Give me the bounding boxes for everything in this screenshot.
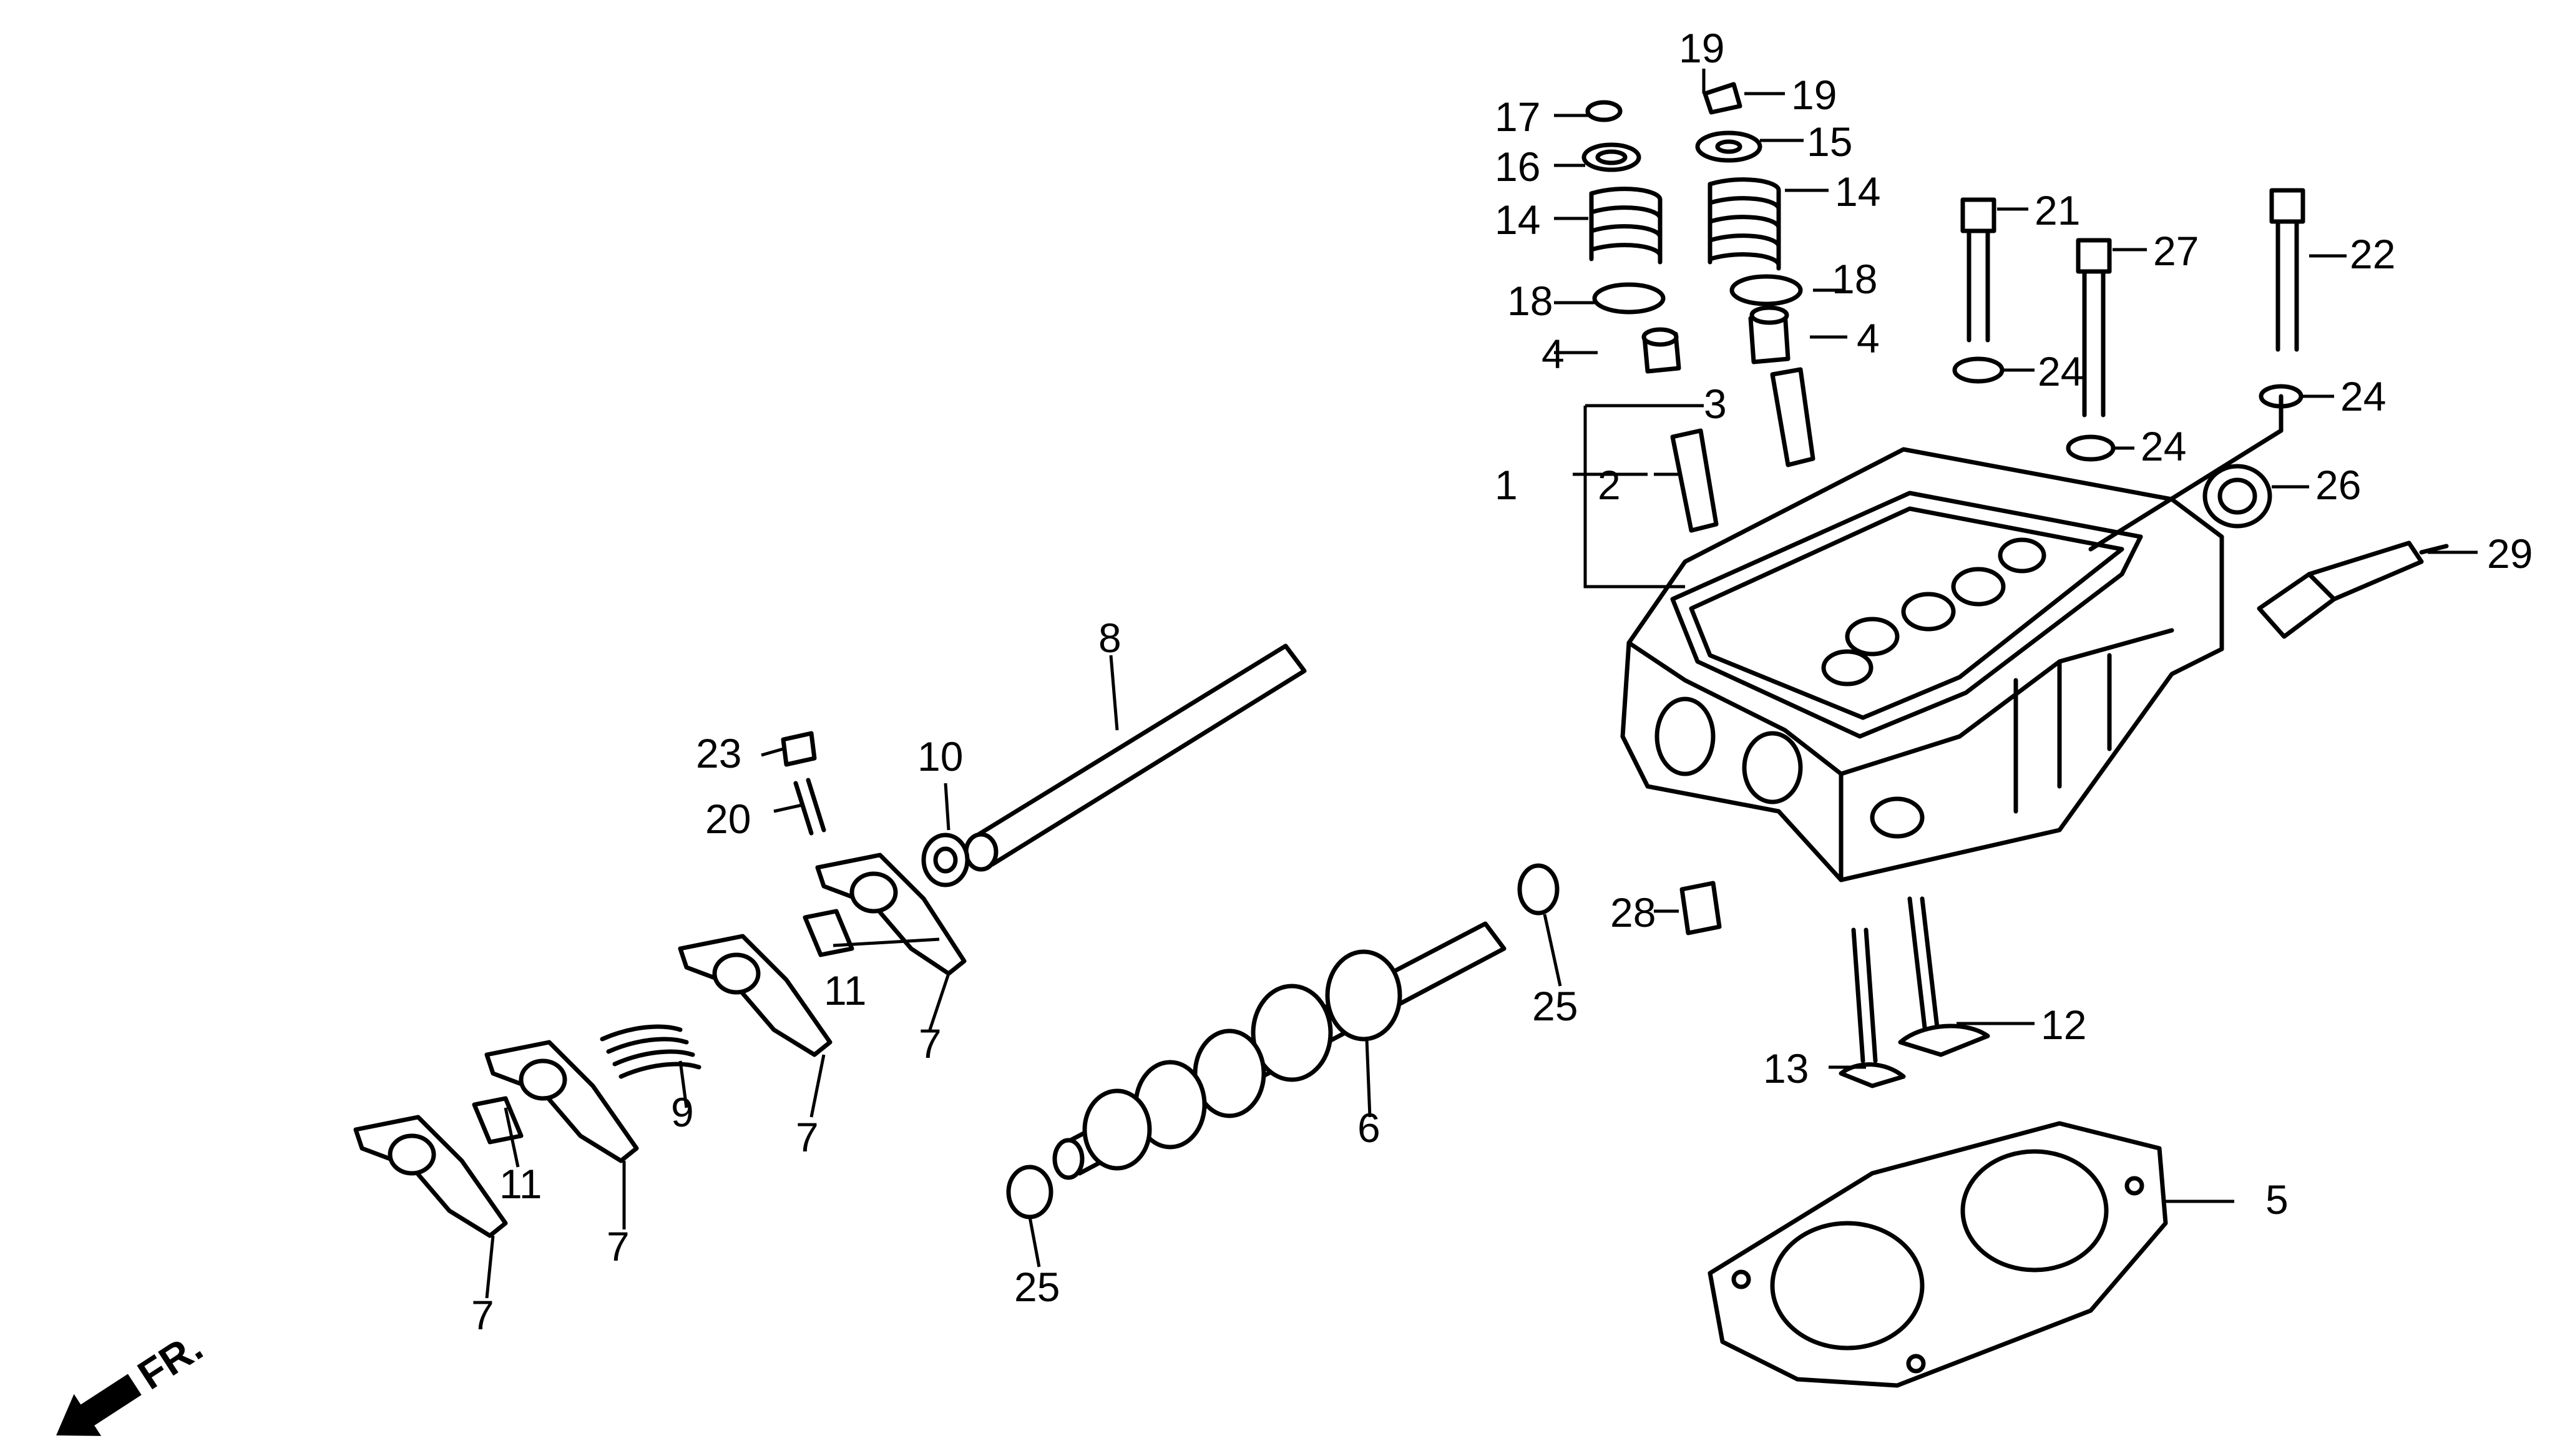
callout-18-left: 18 bbox=[1507, 278, 1553, 324]
callout-22: 22 bbox=[2350, 231, 2395, 277]
front-direction-marker: FR. bbox=[56, 1323, 210, 1436]
callout-19-top: 19 bbox=[1679, 25, 1724, 71]
callout-4-left: 4 bbox=[1542, 331, 1565, 377]
callout-11-b: 11 bbox=[499, 1161, 542, 1207]
callout-26: 26 bbox=[2315, 462, 2361, 508]
callout-10: 10 bbox=[917, 733, 963, 779]
callout-27: 27 bbox=[2153, 228, 2199, 274]
callout-9: 9 bbox=[671, 1089, 694, 1135]
valve-train-right bbox=[1670, 82, 1815, 533]
cylinder-head bbox=[1620, 447, 2224, 882]
front-arrow-icon bbox=[56, 1374, 142, 1436]
callout-2: 2 bbox=[1598, 462, 1621, 508]
callout-16: 16 bbox=[1495, 144, 1540, 190]
callout-25-right: 25 bbox=[1532, 983, 1578, 1029]
head-gasket bbox=[1708, 1121, 2168, 1388]
valves bbox=[1006, 863, 1990, 1219]
callout-28: 28 bbox=[1610, 889, 1656, 936]
rocker-arms bbox=[353, 731, 967, 1238]
callout-15: 15 bbox=[1807, 119, 1852, 165]
callout-25-left: 25 bbox=[1014, 1264, 1060, 1310]
callout-7-a: 7 bbox=[919, 1020, 942, 1067]
callout-6: 6 bbox=[1357, 1105, 1380, 1151]
callout-29: 29 bbox=[2487, 530, 2533, 577]
spark-plug bbox=[2257, 540, 2449, 639]
front-direction-label: FR. bbox=[130, 1323, 210, 1398]
callout-7-c: 7 bbox=[607, 1223, 630, 1269]
callout-14-right: 14 bbox=[1835, 169, 1880, 215]
callout-14-left: 14 bbox=[1495, 197, 1540, 243]
callout-labels: 1 2 3 4 4 5 6 7 7 7 7 8 9 10 11 11 12 13… bbox=[471, 25, 2533, 1338]
callout-19-right: 19 bbox=[1791, 72, 1837, 118]
rocker-shaft bbox=[921, 643, 1307, 887]
callout-7-d: 7 bbox=[471, 1292, 494, 1338]
callout-8: 8 bbox=[1098, 615, 1121, 661]
callout-20: 20 bbox=[705, 796, 751, 842]
callout-11-a: 11 bbox=[824, 967, 867, 1014]
head-bolts bbox=[1952, 188, 2305, 552]
callout-13: 13 bbox=[1763, 1045, 1809, 1092]
callout-24-a: 24 bbox=[2038, 348, 2083, 394]
camshaft bbox=[1052, 921, 1507, 1180]
callout-18-right: 18 bbox=[1832, 256, 1877, 302]
callout-5: 5 bbox=[2265, 1176, 2289, 1223]
callout-17: 17 bbox=[1495, 94, 1540, 140]
leader-lines bbox=[485, 69, 2478, 1299]
callout-23: 23 bbox=[696, 730, 741, 776]
callout-21: 21 bbox=[2035, 187, 2080, 233]
callout-12: 12 bbox=[2041, 1002, 2086, 1048]
callout-24-c: 24 bbox=[2340, 373, 2386, 419]
valve-train-left bbox=[1581, 100, 1681, 374]
callout-1: 1 bbox=[1495, 462, 1518, 508]
callout-4-right: 4 bbox=[1857, 315, 1880, 361]
callout-3: 3 bbox=[1704, 381, 1727, 427]
callout-7-b: 7 bbox=[796, 1114, 819, 1160]
callout-24-b: 24 bbox=[2141, 423, 2186, 469]
